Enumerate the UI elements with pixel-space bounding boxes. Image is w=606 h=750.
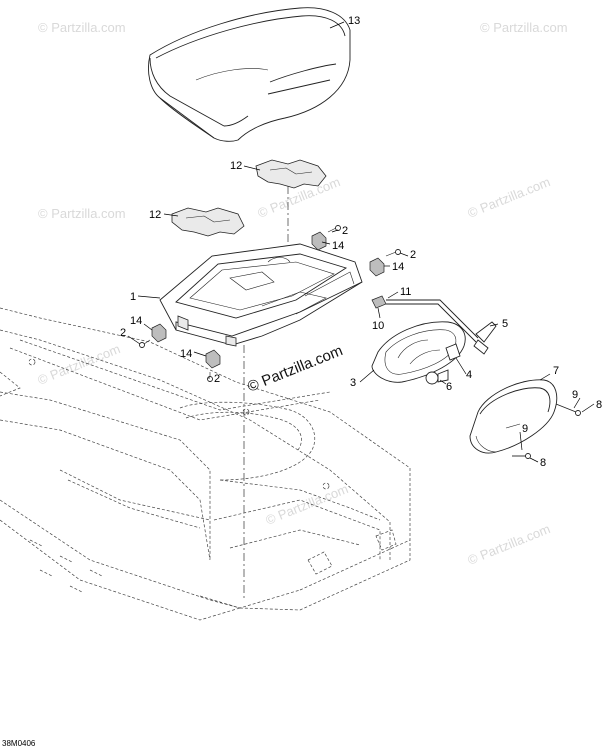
- callout-2: 2: [342, 225, 348, 237]
- watermark: © Partzilla.com: [466, 521, 553, 568]
- callout-9: 9: [522, 423, 528, 435]
- taillight-lens-part: [469, 379, 558, 454]
- watermark-main: © Partzilla.com: [245, 342, 345, 396]
- callout-5: 5: [502, 318, 508, 330]
- callout-14: 14: [392, 261, 404, 273]
- callout-14: 14: [332, 240, 344, 252]
- callout-10: 10: [372, 320, 384, 332]
- callout-2: 2: [120, 327, 126, 339]
- callout-12: 12: [149, 209, 161, 221]
- callout-6: 6: [446, 381, 452, 393]
- rack-part: [159, 243, 363, 347]
- callout-labels: 13 12 12 2 14 2 14 1 11 10 5 14 2 14 2 3…: [120, 15, 602, 469]
- watermark: © Partzilla.com: [38, 206, 126, 221]
- callout-8: 8: [540, 457, 546, 469]
- fasteners: [139, 225, 401, 382]
- callout-2: 2: [410, 249, 416, 261]
- callout-1: 1: [130, 291, 136, 303]
- callout-4: 4: [466, 369, 472, 381]
- watermark: © Partzilla.com: [38, 20, 126, 35]
- callout-3: 3: [350, 377, 356, 389]
- bulb-part: [425, 343, 461, 385]
- callout-8: 8: [596, 399, 602, 411]
- callout-7: 7: [553, 365, 559, 377]
- chassis-frame: [0, 307, 411, 621]
- watermark: © Partzilla.com: [466, 174, 553, 221]
- callout-11: 11: [400, 286, 411, 298]
- callout-9: 9: [572, 389, 578, 401]
- callout-leaders: [127, 21, 595, 463]
- wire-harness-part: [371, 295, 497, 355]
- watermark: © Partzilla.com: [36, 341, 123, 388]
- callout-12: 12: [230, 160, 242, 172]
- pad-lower-part: [171, 207, 245, 237]
- callout-13: 13: [348, 15, 360, 27]
- pad-upper-part: [255, 159, 327, 189]
- diagram-code: 38M0406: [2, 739, 36, 748]
- seat-part: [148, 7, 351, 142]
- watermark: © Partzilla.com: [264, 481, 351, 528]
- watermark: © Partzilla.com: [480, 20, 568, 35]
- callout-14: 14: [180, 348, 192, 360]
- screws: [512, 403, 581, 459]
- callout-14: 14: [130, 315, 142, 327]
- callout-2: 2: [214, 373, 220, 385]
